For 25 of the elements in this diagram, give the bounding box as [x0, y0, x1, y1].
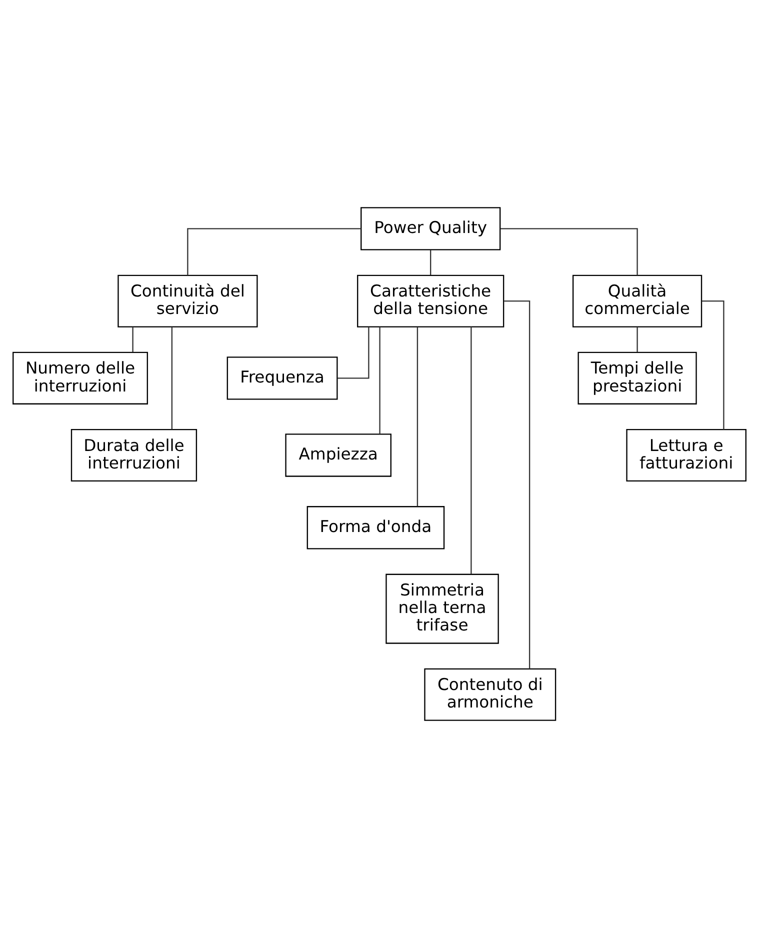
- node-box: Qualità commerciale: [572, 274, 702, 328]
- connector: [500, 228, 638, 276]
- connector: [636, 327, 638, 352]
- node-box: Ampiezza: [285, 434, 392, 477]
- node-box: Simmetria nella terna trifase: [386, 574, 499, 644]
- connector: [702, 300, 724, 430]
- node-box: Durata delle interruzioni: [70, 428, 198, 482]
- connector: [171, 326, 173, 430]
- node-box: Frequenza: [226, 356, 338, 400]
- connector: [187, 228, 361, 276]
- node-box: Contenuto di armoniche: [424, 668, 556, 721]
- node-box: Numero delle interruzioni: [12, 352, 148, 404]
- connector: [379, 326, 380, 434]
- node-box: Forma d'onda: [306, 506, 445, 550]
- connector: [132, 327, 134, 352]
- node-box: Power Quality: [360, 207, 501, 250]
- connector: [504, 300, 530, 669]
- connector: [470, 326, 472, 574]
- node-box: Continuità del servizio: [118, 274, 258, 328]
- connector: [416, 327, 418, 506]
- node-box: Lettura e fatturazioni: [626, 428, 746, 482]
- node-box: Caratteristiche della tensione: [357, 274, 504, 328]
- connector: [338, 327, 370, 379]
- connector: [430, 250, 432, 276]
- node-box: Tempi delle prestazioni: [578, 352, 697, 404]
